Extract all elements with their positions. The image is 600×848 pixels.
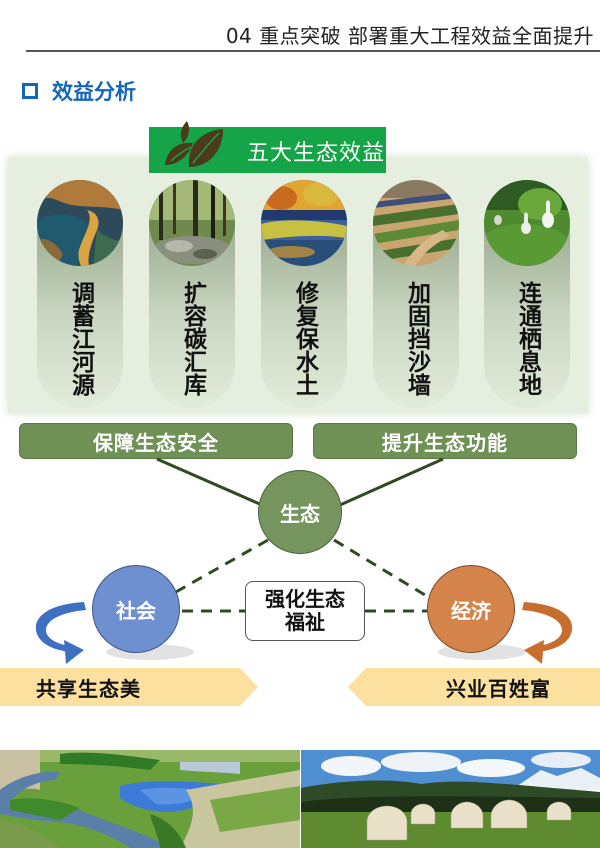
forest-photo (149, 180, 235, 266)
section-title: 效益分析 (52, 80, 136, 104)
page-header-title: 04 重点突破 部署重大工程效益全面提升 (225, 24, 594, 48)
ribbon-right-label: 兴业百姓富 (446, 676, 551, 701)
benefit-card-habitat: 连通栖息地 (484, 180, 570, 408)
benefit-card-soil: 修复保水土 (261, 180, 347, 408)
node-ecology: 生态 (258, 470, 342, 554)
benefit-label: 加固挡沙墙 (403, 280, 430, 396)
benefit-card-carbon: 扩容碳汇库 (149, 180, 235, 408)
benefit-label: 修复保水土 (291, 280, 318, 396)
leaf-icon (165, 121, 223, 167)
benefit-card-river: 调蓄江河源 (37, 180, 123, 408)
ribbon-left-label: 共享生态美 (36, 676, 141, 701)
banner-label: 五大生态效益 (247, 141, 386, 166)
wetland-cranes-photo (484, 180, 570, 266)
header-divider (26, 50, 600, 52)
five-benefits-banner: 五大生态效益 (149, 121, 386, 173)
ribbon-prosperity: 兴业百姓富 (348, 668, 600, 706)
node-economy: 经济 (427, 565, 515, 653)
benefit-label: 连通栖息地 (514, 280, 541, 396)
hollow-square-icon (22, 83, 38, 99)
center-text-line1: 强化生态 (265, 587, 345, 611)
goal-box-ecological-security: 保障生态安全 (19, 423, 293, 459)
benefit-card-sand: 加固挡沙墙 (373, 180, 459, 408)
river-wetland-aerial-photo (0, 750, 300, 848)
river-canyon-photo (37, 180, 123, 266)
ribbon-shared-beauty: 共享生态美 (0, 668, 258, 706)
shelterbelt-photo (373, 180, 459, 266)
center-text-line2: 福祉 (285, 610, 325, 634)
section-heading: 效益分析 (22, 76, 136, 106)
autumn-lake-photo (261, 180, 347, 266)
benefit-label: 扩容碳汇库 (179, 280, 206, 396)
goal-box-ecological-function: 提升生态功能 (313, 423, 577, 459)
grassland-yurts-photo (301, 750, 600, 848)
center-welfare-box: 强化生态 福祉 (245, 581, 365, 641)
node-society: 社会 (92, 565, 180, 653)
curved-arrow-right-icon (522, 602, 573, 664)
curved-arrow-left-icon (35, 602, 86, 664)
benefit-label: 调蓄江河源 (67, 280, 94, 396)
